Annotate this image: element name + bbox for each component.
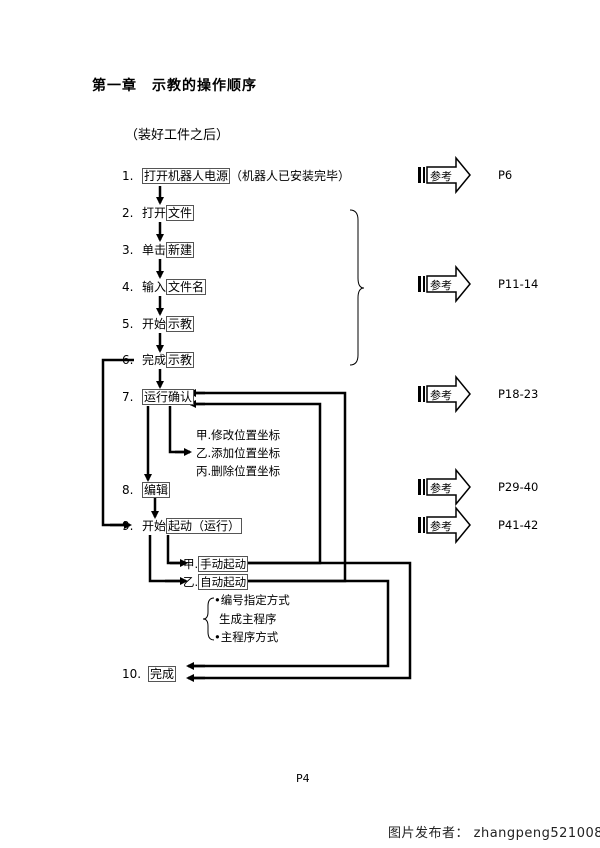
step-number: 5. [122,317,134,331]
step-number: 8. [122,483,134,497]
step-10: 10. 完成 [122,666,177,682]
step-prefix: 单击 [142,243,167,257]
reference-label: 参考 [430,482,452,495]
page-subtitle: （装好工件之后） [125,128,230,143]
option-box: 手动起动 [198,556,249,572]
page-number: P4 [296,772,310,785]
step-7: 7. 运行确认 [122,389,195,405]
step-3: 3. 单击新建 [122,242,195,258]
step-1: 1. 打开机器人电源（机器人已安装完毕） [122,168,350,184]
start-option-auto: 乙.自动起动 [183,574,249,590]
edit-option-modify: 甲.修改位置坐标 [196,428,281,442]
step-box: 起动（运行） [166,518,243,534]
option-prefix: 甲. [183,557,199,571]
page-ref-p29-40: P29-40 [498,480,539,494]
step-box: 文件名 [166,279,207,295]
auto-method-main: •主程序方式 [214,630,279,644]
edit-option-delete: 丙.删除位置坐标 [196,464,281,478]
reference-label: 参考 [430,520,452,533]
auto-method-main-gen: 生成主程序 [219,612,277,626]
step-4: 4. 输入文件名 [122,279,207,295]
reference-label: 参考 [430,170,452,183]
bullet-icon: • [214,630,221,644]
step-5: 5. 开始示教 [122,316,195,332]
watermark: 图片发布者： zhangpeng521008 [388,826,600,841]
step-prefix: 输入 [142,280,167,294]
step-box: 新建 [166,242,195,258]
page-ref-p41-42: P41-42 [498,518,539,532]
step-prefix: 开始 [142,317,167,331]
page-ref-p11-14: P11-14 [498,277,539,291]
page-ref-p18-23: P18-23 [498,387,539,401]
step-box: 打开机器人电源 [142,168,231,184]
step-prefix: 打开 [142,206,167,220]
reference-label: 参考 [430,389,452,402]
step-number: 10. [122,667,142,681]
step-box: 示教 [166,352,195,368]
step-box: 完成 [148,666,177,682]
step-note: （机器人已安装完毕） [230,169,351,183]
bullet-icon: • [214,593,221,607]
reference-arrows [418,155,471,545]
step-box: 文件 [166,205,195,221]
start-option-manual: 甲.手动起动 [183,556,249,572]
edit-option-add: 乙.添加位置坐标 [196,446,281,460]
step-number: 7. [122,390,134,404]
step-8: 8. 编辑 [122,482,171,498]
step-box: 示教 [166,316,195,332]
option-prefix: 乙. [183,575,199,589]
steps-brace [349,209,365,366]
step-9: 9. 开始起动（运行） [122,518,243,534]
step-number: 4. [122,280,134,294]
page-ref-p6: P6 [498,168,513,182]
step-box: 运行确认 [142,389,195,405]
step-prefix: 完成 [142,353,167,367]
step-prefix: 开始 [142,519,167,533]
step-number: 9. [122,519,134,533]
methods-brace [202,597,215,641]
step-6: 6. 完成示教 [122,352,195,368]
step-box: 编辑 [142,482,171,498]
page-title: 第一章 示教的操作顺序 [92,78,257,94]
step-number: 2. [122,206,134,220]
option-box: 自动起动 [198,574,249,590]
step-number: 6. [122,353,134,367]
step-2: 2. 打开文件 [122,205,195,221]
auto-method-number: •编号指定方式 [214,593,290,607]
reference-label: 参考 [430,279,452,292]
step-number: 3. [122,243,134,257]
step-number: 1. [122,169,134,183]
